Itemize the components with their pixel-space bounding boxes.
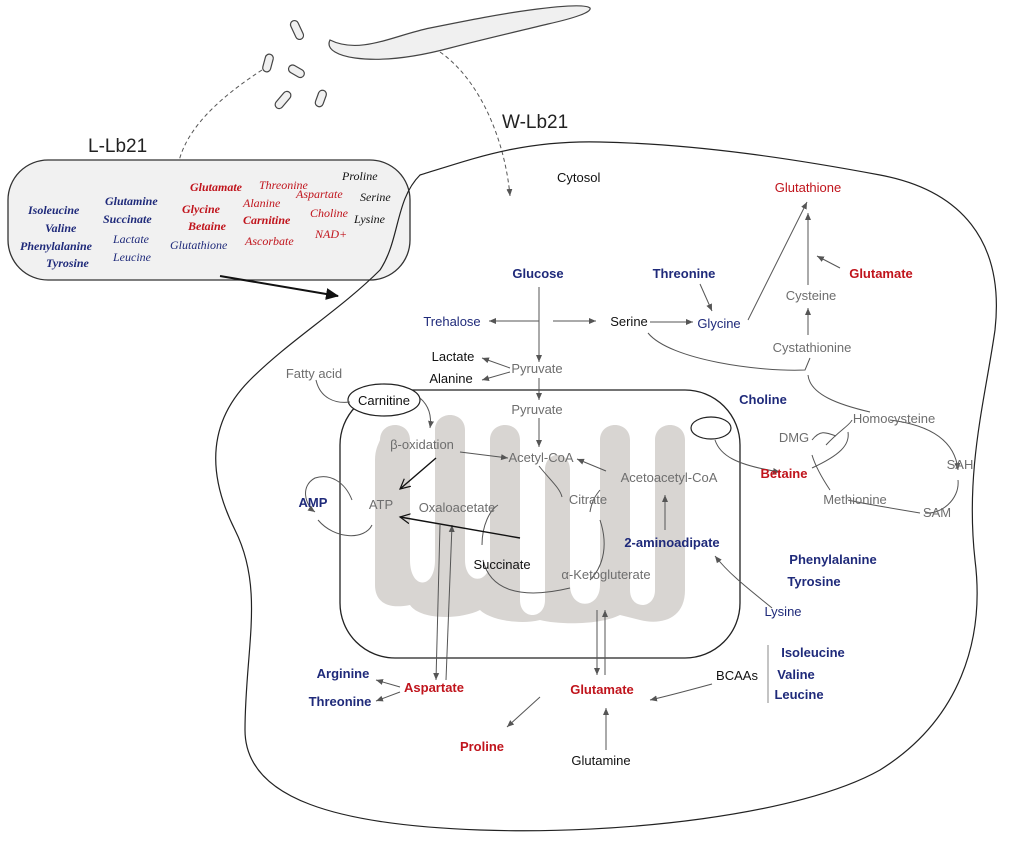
bact-item: Alanine: [242, 196, 281, 210]
node-sam: SAM: [923, 505, 951, 520]
node-homocysteine: Homocysteine: [853, 411, 935, 426]
node-lysine: Lysine: [764, 604, 801, 619]
bact-item: Glutamine: [105, 194, 158, 208]
node-sah: SAH: [947, 457, 974, 472]
pathway-nodes: Glucose Trehalose Serine Threonine Glyci…: [286, 180, 974, 768]
bact-item: Phenylalanine: [20, 239, 93, 253]
node-2-aminoadipate: 2-aminoadipate: [624, 535, 719, 550]
bact-item: Lysine: [353, 212, 386, 226]
node-betaine: Betaine: [761, 466, 808, 481]
node-trehalose: Trehalose: [423, 314, 480, 329]
bact-item: Serine: [360, 190, 391, 204]
node-succinate: Succinate: [473, 557, 530, 572]
node-cysteine: Cysteine: [786, 288, 837, 303]
carnitine-transporter: [347, 383, 421, 417]
node-amp: AMP: [299, 495, 328, 510]
bacteria-metabolite-list: Isoleucine Valine Phenylalanine Tyrosine…: [20, 169, 391, 270]
node-dmg: DMG: [779, 430, 809, 445]
node-glutamine: Glutamine: [571, 753, 630, 768]
bact-item: Lactate: [112, 232, 150, 246]
mitochondrial-cristae: [375, 415, 685, 624]
succinate-to-atp-arrow: [400, 517, 521, 539]
bact-item: Aspartate: [295, 187, 343, 201]
node-lactate: Lactate: [432, 349, 475, 364]
node-methionine: Methionine: [823, 492, 887, 507]
node-carnitine: Carnitine: [358, 393, 410, 408]
bact-item: Glycine: [182, 202, 221, 216]
bact-item: Threonine: [259, 178, 309, 192]
bact-item: Ascorbate: [244, 234, 294, 248]
node-aspartate: Aspartate: [404, 680, 464, 695]
bact-item: Isoleucine: [27, 203, 80, 217]
bact-item: Betaine: [187, 219, 227, 233]
node-choline: Choline: [739, 392, 787, 407]
node-pyruvate-cytosol: Pyruvate: [511, 361, 562, 376]
node-bcaas: BCAAs: [716, 668, 758, 683]
node-threonine-top: Threonine: [653, 266, 716, 281]
node-glutamate-top: Glutamate: [849, 266, 913, 281]
node-proline: Proline: [460, 739, 504, 754]
node-pyruvate-mito: Pyruvate: [511, 402, 562, 417]
node-leucine: Leucine: [774, 687, 823, 702]
node-alpha-ketogluterate: α-Ketogluterate: [561, 567, 650, 582]
node-isoleucine: Isoleucine: [781, 645, 845, 660]
node-phenylalanine: Phenylalanine: [789, 552, 876, 567]
node-citrate: Citrate: [569, 492, 607, 507]
node-oxaloacetate: Oxaloacetate: [419, 500, 496, 515]
bacteria-cells: [262, 19, 327, 110]
worm-label: W-Lb21: [502, 112, 568, 133]
bact-item: Glutamate: [190, 180, 243, 194]
node-atp: ATP: [369, 497, 393, 512]
node-arginine: Arginine: [317, 666, 370, 681]
bact-item: Succinate: [103, 212, 152, 226]
node-cystathionine: Cystathionine: [773, 340, 852, 355]
bact-item: Choline: [310, 206, 349, 220]
node-threonine-bottom: Threonine: [309, 694, 372, 709]
node-tyrosine: Tyrosine: [787, 574, 840, 589]
node-acetoacetyl-coa: Acetoacetyl-CoA: [621, 470, 718, 485]
bact-item: NAD+: [314, 227, 347, 241]
bacteria-to-cell-arrow: [219, 275, 339, 300]
bact-item: Carnitine: [243, 213, 291, 227]
bacteria-label: L-Lb21: [88, 136, 147, 157]
cytosol-label: Cytosol: [557, 170, 600, 185]
node-glycine: Glycine: [697, 316, 740, 331]
bact-item: Glutathione: [170, 238, 228, 252]
node-fatty-acid: Fatty acid: [286, 366, 342, 381]
bact-item: Valine: [45, 221, 77, 235]
beta-oxidation-to-atp-arrow: [400, 457, 437, 489]
bacteria-metabolite-box: [7, 159, 411, 281]
bact-item: Leucine: [112, 250, 152, 264]
node-glucose: Glucose: [512, 266, 563, 281]
worm-to-cytosol-dashed-arrow: [439, 51, 513, 197]
choline-transporter: [690, 416, 732, 440]
worm-shape: [328, 5, 591, 60]
node-valine: Valine: [777, 667, 815, 682]
cell-outline: [215, 141, 997, 832]
bact-item: Proline: [341, 169, 378, 183]
node-acetyl-coa: Acetyl-CoA: [508, 450, 573, 465]
node-glutathione: Glutathione: [775, 180, 842, 195]
pathway-arrows: [305, 201, 961, 750]
node-glutamate-bottom: Glutamate: [570, 682, 634, 697]
bact-item: Tyrosine: [46, 256, 90, 270]
node-alanine: Alanine: [429, 371, 472, 386]
node-serine: Serine: [610, 314, 648, 329]
node-beta-oxidation: β-oxidation: [390, 437, 454, 452]
